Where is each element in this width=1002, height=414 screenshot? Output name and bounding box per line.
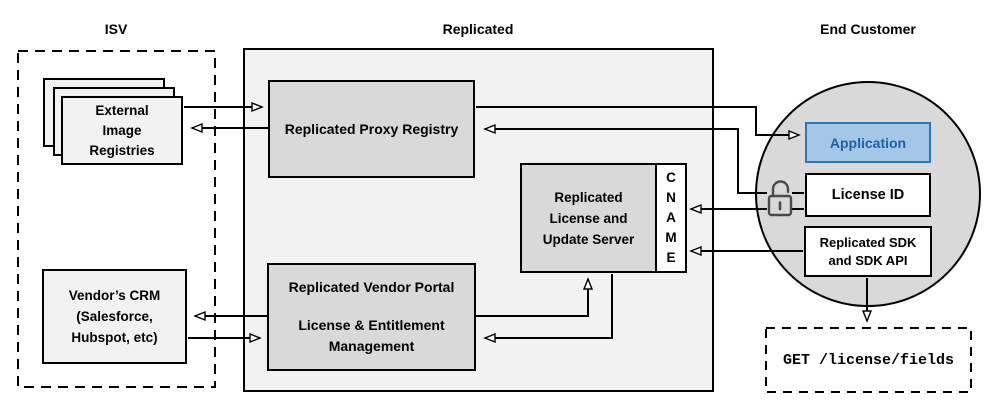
sdk-label-line1: Replicated SDK	[819, 234, 917, 250]
cname-letter-a: A	[666, 210, 676, 225]
registries-label-line3: Registries	[89, 142, 155, 158]
server-label-line2: License and	[549, 210, 628, 226]
vendor-portal-box: Replicated Vendor Portal License & Entit…	[267, 263, 476, 371]
registries-label-line2: Image	[102, 122, 142, 138]
license-id-box: License ID	[805, 173, 931, 217]
api-call-label: GET /license/fields	[782, 351, 955, 369]
external-image-registries-box: External Image Registries	[61, 96, 183, 165]
arrow-proxy-to-application	[476, 106, 799, 135]
proxy-registry-box: Replicated Proxy Registry	[268, 80, 475, 178]
vendors-crm-box: Vendor’s CRM (Salesforce, Hubspot, etc)	[42, 269, 187, 364]
arrow-server-to-portal	[485, 274, 613, 338]
cname-strip: C N A M E	[657, 165, 685, 271]
license-update-server-label: Replicated License and Update Server	[522, 165, 657, 271]
crm-label-line3: Hubspot, etc)	[71, 330, 158, 345]
arrow-portal-to-server	[476, 279, 588, 317]
application-box: Application	[805, 122, 931, 163]
license-id-label: License ID	[831, 187, 905, 203]
cname-letter-e: E	[666, 250, 676, 265]
registries-label-line1: External	[95, 102, 149, 118]
isv-group-dashed-box	[17, 50, 216, 388]
cname-letter-m: M	[665, 230, 677, 245]
arrow-licenseid-to-proxy	[485, 129, 767, 194]
vendor-portal-title: Replicated Vendor Portal	[288, 279, 455, 295]
end-customer-zone-title: End Customer	[820, 21, 916, 37]
vendor-portal-subtitle-line1: License & Entitlement	[298, 317, 445, 333]
unlocked-padlock-icon	[767, 180, 793, 217]
sdk-box: Replicated SDK and SDK API	[804, 226, 932, 277]
crm-label-line2: (Salesforce,	[76, 309, 153, 324]
application-label: Application	[829, 134, 907, 151]
crm-label-line1: Vendor’s CRM	[68, 288, 161, 303]
isv-zone-title: ISV	[104, 21, 128, 37]
cname-letter-c: C	[666, 170, 676, 185]
license-update-server-box: Replicated License and Update Server C N…	[520, 163, 687, 273]
replicated-zone-title: Replicated	[442, 21, 514, 37]
server-label-line3: Update Server	[542, 231, 635, 247]
vendor-portal-subtitle-line2: Management	[328, 338, 415, 354]
sdk-label-line2: and SDK API	[828, 252, 908, 268]
proxy-registry-label: Replicated Proxy Registry	[284, 121, 459, 137]
api-call-label-container: GET /license/fields	[766, 328, 971, 392]
cname-letter-n: N	[666, 190, 676, 205]
get-license-fields-dashed-box	[765, 327, 972, 393]
server-label-line1: Replicated	[554, 189, 623, 205]
